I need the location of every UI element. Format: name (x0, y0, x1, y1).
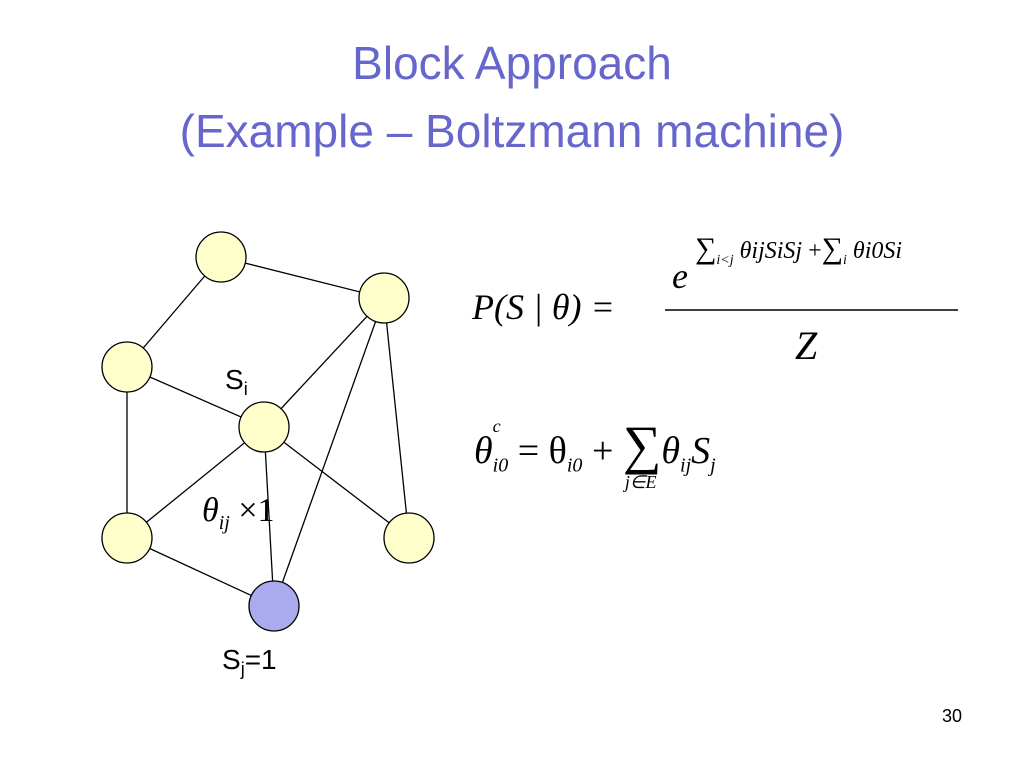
page-number: 30 (941, 706, 962, 726)
edge-weight-label: θij ×1 (202, 492, 275, 534)
slide-title-line2: (Example – Boltzmann machine) (179, 105, 845, 157)
prob-formula-e: e (672, 256, 688, 296)
node (101, 341, 153, 393)
slide-title-line1: Block Approach (352, 37, 672, 89)
node (358, 272, 410, 324)
edge (126, 537, 275, 607)
prob-formula-exponent: ∑i<j θijSiSj +∑i θi0Si (695, 232, 903, 268)
edge (263, 426, 275, 607)
node-si (238, 401, 290, 453)
edge (383, 297, 410, 539)
edge (263, 426, 410, 539)
prob-formula-lhs: P(S | θ) = (472, 287, 615, 327)
label-si: Si (225, 364, 248, 399)
node (195, 231, 247, 283)
node (383, 512, 435, 564)
edge (273, 297, 385, 607)
prob-formula-denominator: Z (795, 323, 818, 368)
node (101, 512, 153, 564)
label-sj: Sj=1 (222, 644, 277, 679)
edge (220, 256, 385, 299)
node-sj (248, 580, 300, 632)
edge (263, 297, 385, 428)
edge (126, 426, 265, 539)
